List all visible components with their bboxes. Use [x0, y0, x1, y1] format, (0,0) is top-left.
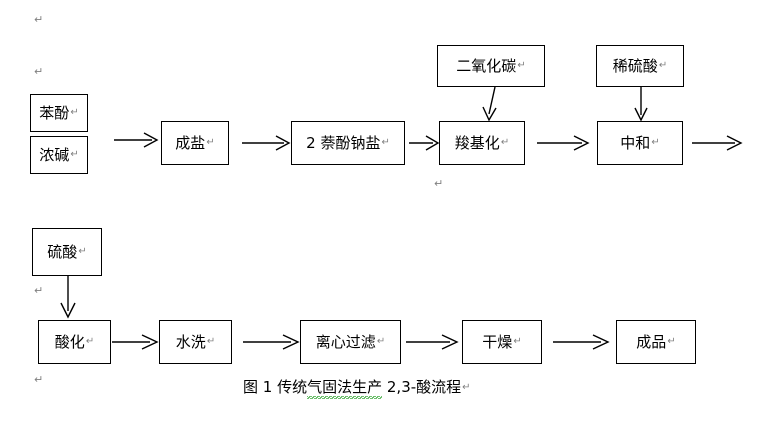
caption-prefix: 图 1 传统 — [243, 378, 308, 396]
node-sulfuric-acid[interactable]: 硫酸↵ — [32, 228, 102, 276]
node-drying[interactable]: 干燥↵ — [462, 320, 542, 364]
return-mark-icon: ↵ — [206, 336, 216, 347]
node-phenol[interactable]: 苯酚↵ — [30, 94, 88, 132]
node-label: 成品 — [636, 332, 667, 351]
arrow-dilute-sulfuric-acid-to-neutralization — [632, 87, 650, 122]
node-label: 水洗 — [175, 332, 206, 351]
arrow-sulfuric-acid-to-acidification — [58, 276, 78, 319]
node-label: 中和 — [620, 133, 651, 152]
paragraph-mark: ↵ — [434, 177, 444, 190]
node-carbon-dioxide[interactable]: 二氧化碳↵ — [437, 45, 545, 87]
return-mark-icon: ↵ — [78, 246, 87, 257]
return-mark-icon: ↵ — [500, 137, 510, 148]
arrow-centrifugal-filtration-to-drying — [406, 334, 459, 350]
paragraph-mark: ↵ — [34, 13, 44, 26]
node-centrifugal-filtration[interactable]: 离心过滤↵ — [300, 320, 401, 364]
node-acidification[interactable]: 酸化↵ — [38, 320, 111, 364]
arrow-carboxylation-to-neutralization — [537, 135, 590, 151]
figure-caption: 图 1 传统气固法生产 2,3-酸流程↵ — [243, 378, 471, 401]
node-label: 苯酚 — [39, 103, 70, 122]
node-dilute-sulfuric-acid[interactable]: 稀硫酸↵ — [596, 45, 684, 87]
arrow-phenol-to-salt-formation — [114, 132, 159, 148]
node-label: 硫酸 — [47, 242, 78, 261]
node-sodium-naphtholate[interactable]: 2 萘酚钠盐↵ — [291, 121, 405, 165]
node-label: 离心过滤 — [315, 332, 376, 351]
arrow-salt-formation-to-sodium-naphtholate — [242, 135, 291, 151]
return-mark-icon: ↵ — [381, 137, 390, 148]
node-label: 2 萘酚钠盐 — [306, 133, 381, 152]
arrow-water-washing-to-centrifugal-filtration — [243, 334, 300, 350]
node-neutralization[interactable]: 中和↵ — [597, 121, 683, 165]
node-carboxylation[interactable]: 羧基化↵ — [439, 121, 525, 165]
return-mark-icon: ↵ — [85, 336, 95, 347]
return-mark-icon: ↵ — [651, 137, 660, 148]
arrow-neutralization-outgoing — [692, 135, 743, 151]
node-label: 干燥 — [482, 332, 513, 351]
node-label: 羧基化 — [454, 133, 500, 152]
node-label: 稀硫酸 — [612, 56, 658, 75]
return-mark-icon: ↵ — [462, 382, 471, 393]
node-finished-product[interactable]: 成品↵ — [616, 320, 696, 364]
node-salt-formation[interactable]: 成盐↵ — [161, 121, 229, 165]
arrow-sodium-naphtholate-to-carboxylation — [409, 135, 440, 151]
return-mark-icon: ↵ — [70, 149, 79, 160]
return-mark-icon: ↵ — [70, 107, 79, 118]
node-water-washing[interactable]: 水洗↵ — [159, 320, 232, 364]
paragraph-mark: ↵ — [34, 284, 44, 297]
return-mark-icon: ↵ — [658, 60, 668, 71]
arrow-acidification-to-water-washing — [112, 334, 159, 350]
paragraph-mark: ↵ — [34, 65, 44, 78]
node-label: 二氧化碳 — [456, 56, 517, 75]
node-label: 浓碱 — [39, 145, 70, 164]
return-mark-icon: ↵ — [513, 336, 522, 347]
caption-flagged-text: 气固法生产 — [307, 378, 383, 401]
node-label: 成盐 — [175, 133, 206, 152]
paragraph-mark: ↵ — [34, 373, 44, 386]
return-mark-icon: ↵ — [667, 336, 676, 347]
return-mark-icon: ↵ — [517, 60, 526, 71]
return-mark-icon: ↵ — [206, 137, 215, 148]
node-strong-alkali[interactable]: 浓碱↵ — [30, 136, 88, 174]
return-mark-icon: ↵ — [376, 336, 386, 347]
arrow-drying-to-finished-product — [553, 334, 610, 350]
arrow-carbon-dioxide-to-carboxylation — [482, 86, 505, 122]
node-label: 酸化 — [54, 332, 85, 351]
caption-suffix: 2,3-酸流程 — [382, 378, 462, 396]
